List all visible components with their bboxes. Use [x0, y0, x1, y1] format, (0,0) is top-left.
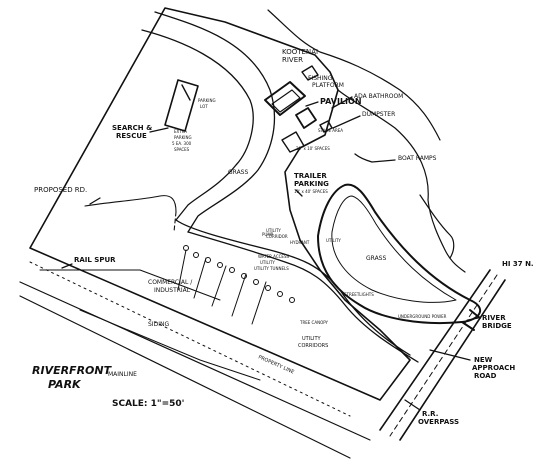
river-bridge-arrow	[467, 317, 479, 321]
utility-label-2: UTILITY	[260, 260, 275, 265]
boat-ramps-label: BOAT RAMPS	[398, 155, 437, 162]
river-bank-upper	[267, 9, 441, 141]
siding-label: SIDING	[148, 321, 169, 328]
grass-label-2: GRASS	[366, 255, 386, 262]
search-rescue-label-2: RESCUE	[116, 132, 147, 140]
boat-ramps-arrow	[354, 153, 396, 163]
rail-lines	[19, 261, 371, 459]
extra-parking-label-3: 5 EA. 300	[172, 141, 192, 146]
trailer-parking-label-1: TRAILER	[294, 172, 327, 180]
rr-overpass-label-1: R.R.	[422, 410, 438, 418]
commercial-label-2: INDUSTRIAL	[154, 287, 191, 294]
utility-label-1: UTILITY	[326, 238, 341, 243]
new-approach-label-3: ROAD	[474, 372, 497, 380]
triangle-inner	[331, 195, 457, 303]
extra-parking-label-2: PARKING	[174, 135, 192, 140]
river-bank-lower	[337, 89, 466, 273]
kootenai-label-1: KOOTENAI	[282, 48, 318, 56]
extra-parking-label-4: SPACES	[174, 147, 190, 152]
river-shore-right	[419, 194, 455, 259]
dumpster-arrow	[332, 115, 361, 129]
dumpster	[319, 120, 333, 133]
pavilion-label: PAVILION	[320, 97, 362, 106]
parking-lot-label-1: PARKING	[198, 98, 216, 103]
mainline-label: MAINLINE	[108, 371, 137, 378]
pavilion-arrow	[305, 101, 319, 107]
river-bridge-label-2: BRIDGE	[482, 322, 512, 330]
commercial-label-1: COMMERCIAL /	[148, 279, 193, 286]
fishing-platform-label-1: FISHING	[308, 75, 333, 82]
ada-arrow	[331, 96, 353, 109]
hydrant-label: HYDRANT	[290, 240, 310, 245]
parking-lot-label-2: LOT	[200, 104, 208, 109]
map-title-line1: RIVERFRONT	[32, 364, 113, 377]
grass-label-1: GRASS	[228, 169, 248, 176]
proposed-road	[84, 195, 177, 213]
tree-canopy	[183, 245, 295, 303]
trailer-parking-label-3: 10' x 40' SPACES	[294, 189, 328, 194]
map-title-line2: PARK	[48, 378, 82, 391]
new-approach-label-2: APPROACH	[472, 364, 515, 372]
rail-spur-arrow	[61, 263, 73, 269]
dumpster-label: DUMPSTER	[362, 111, 395, 118]
north-road-outer	[141, 29, 254, 221]
rr-overpass-label-2: OVERPASS	[418, 418, 459, 426]
ada-bathroom-label: ADA BATHROOM	[354, 93, 403, 100]
search-rescue-lot	[164, 79, 199, 132]
proposed-rd-label: PROPOSED RD.	[34, 186, 87, 194]
search-rescue-label-1: SEARCH &	[112, 124, 152, 132]
small-parking-block	[281, 131, 305, 153]
utility-label-3: UTILITY	[266, 228, 281, 233]
river-bridge-label-1: RIVER	[482, 314, 506, 322]
utility-corridor-label: CORRIDOR	[266, 234, 288, 239]
map-scale: SCALE: 1"=50'	[112, 399, 184, 409]
pump-label: PUMP	[262, 232, 274, 237]
highway-bridge	[379, 269, 506, 441]
underground-power-label: UNDERGROUND POWER	[398, 314, 447, 319]
kootenai-label-2: RIVER	[282, 56, 303, 64]
east-road-inner	[187, 231, 419, 363]
rr-overpass-arrow	[404, 399, 421, 411]
water-access-label: WATER ACCESS	[258, 254, 290, 259]
rail-spur-label: RAIL SPUR	[74, 256, 116, 264]
utility-corridors-label-2: CORRIDORS	[298, 343, 328, 349]
search-rescue-arrow	[149, 127, 169, 133]
spaces-small-label: 20' x 10' SPACES	[296, 146, 330, 151]
proposed-rd-arrow	[89, 197, 101, 205]
extra-parking-label-1: EXTRA	[174, 129, 187, 134]
property-boundary	[29, 7, 411, 401]
new-approach-label-1: NEW	[474, 356, 493, 364]
utility-corridors-label-1: UTILITY	[302, 336, 322, 342]
east-road-outer	[175, 219, 411, 356]
streetlights-label: STREETLIGHTS	[344, 292, 374, 297]
proposed-road-dashed	[173, 211, 177, 233]
fishing-platform-label-2: PLATFORM	[312, 82, 344, 89]
parking-rows	[177, 249, 267, 325]
utility-tunnels-label: UTILITY TUNNELS	[254, 266, 289, 271]
trailer-arrow	[295, 189, 303, 197]
property-line-label: PROPERTY LINE	[257, 354, 295, 375]
stage-area-label: STAGE AREA	[318, 128, 343, 133]
tree-canopy-label: TREE CANOPY	[299, 320, 329, 325]
highway-label: HI 37 N.	[502, 260, 534, 268]
ada-bathroom-building	[295, 107, 317, 129]
fishing-platform	[301, 65, 319, 81]
trailer-parking-label-2: PARKING	[294, 180, 329, 188]
north-road-inner	[154, 11, 276, 233]
pavilion-building	[264, 81, 306, 116]
new-approach-arrow	[429, 349, 471, 361]
